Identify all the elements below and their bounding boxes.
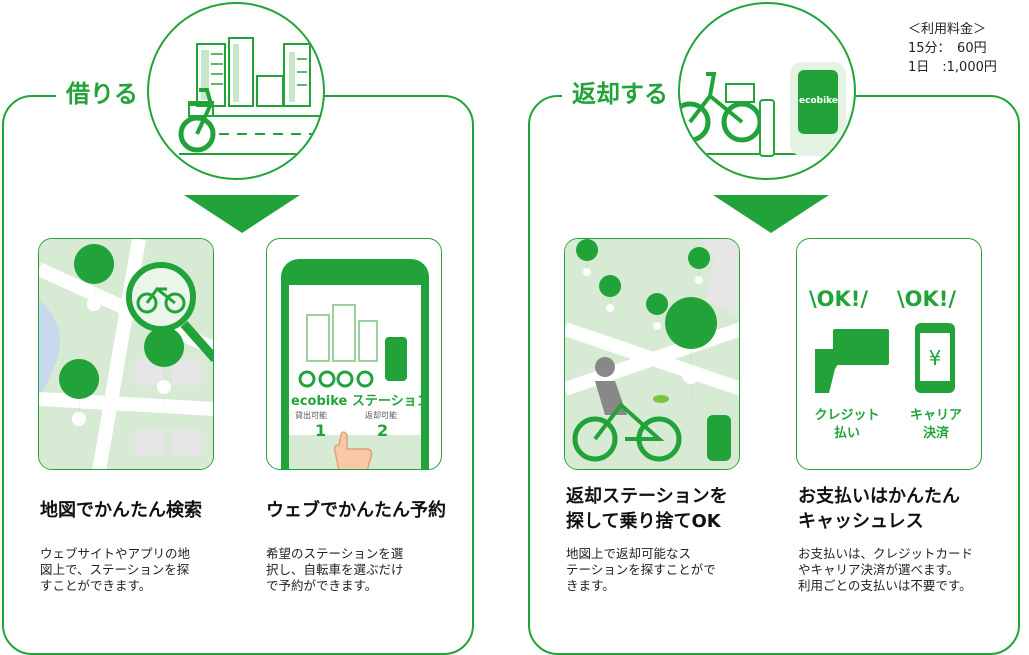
fee-1day: 1日 :1,000円	[908, 60, 997, 75]
carrier-label: キャリア 決済	[901, 407, 971, 443]
carrier-line: 決済	[922, 426, 949, 441]
rent-heading: 借りる	[56, 74, 148, 114]
desc-line: 希望のステーションを選	[266, 546, 404, 561]
station-brand: ecobike	[799, 96, 838, 106]
fee-info: ＜利用料金＞ 15分： 60円 1日 :1,000円	[908, 20, 997, 77]
desc-line: で予約ができます。	[266, 578, 378, 593]
title-line: 探して乗り捨てOK	[566, 511, 721, 532]
tap-hand-icon	[333, 431, 373, 469]
desc-line: 図上で、ステーションを探	[40, 562, 190, 577]
credit-line: 払い	[833, 426, 860, 441]
svg-text:¥: ¥	[929, 346, 942, 370]
step-map-search-desc: ウェブサイトやアプリの地 図上で、ステーションを探 すことができます。	[40, 546, 190, 594]
desc-line: テーションを探すことがで	[566, 562, 716, 577]
rent-arrow	[184, 195, 300, 233]
step-payment-title: お支払いはかんたん キャッシュレス	[798, 484, 960, 534]
credit-line: クレジット	[814, 408, 880, 423]
desc-line: きます。	[566, 578, 615, 593]
desc-line: お支払いは、クレジットカード	[798, 546, 974, 561]
phone-reserve-illustration: ecobike ステーション 貸出可能 返却可能 1 2	[266, 238, 442, 470]
title-line: 返却ステーションを	[566, 486, 728, 507]
step-return-title: 返却ステーションを 探して乗り捨てOK	[566, 484, 728, 534]
desc-line: すことができます。	[40, 578, 152, 593]
carrier-line: キャリア	[909, 408, 962, 423]
step-reserve-desc: 希望のステーションを選 択し、自転車を選ぶだけ で予約ができます。	[266, 546, 404, 594]
phone-brand: ecobike ステーション	[291, 390, 430, 409]
ok-label-carrier: \OK!/	[897, 287, 957, 311]
bike-city-illustration	[147, 2, 325, 180]
fee-title: ＜利用料金＞	[908, 22, 987, 37]
phone-left-label: 貸出可能	[295, 411, 327, 420]
desc-line: やキャリア決済が選べます。	[798, 562, 960, 577]
return-map-illustration	[564, 238, 740, 470]
credit-label: クレジット 払い	[811, 407, 883, 443]
credit-card-icon	[815, 329, 889, 393]
desc-line: 択し、自転車を選ぶだけ	[266, 562, 404, 577]
phone-right-count: 2	[377, 421, 389, 440]
desc-line: 利用ごとの支払いは不要です。	[798, 578, 972, 593]
fee-15min: 15分： 60円	[908, 41, 987, 56]
desc-line: ウェブサイトやアプリの地	[40, 546, 191, 561]
step-reserve-title: ウェブでかんたん予約	[266, 500, 446, 521]
phone-station-label: ステーション	[351, 394, 430, 409]
step-return-desc: 地図上で返却可能なス テーションを探すことがで きます。	[566, 546, 716, 594]
mobile-payment-icon: ¥	[915, 323, 955, 393]
desc-line: 地図上で返却可能なス	[566, 546, 692, 561]
return-arrow	[713, 195, 829, 233]
bike-station-illustration: ecobike	[678, 2, 856, 180]
payment-illustration: \OK!/ \OK!/ ¥ クレジット 払い キャリア 決済	[796, 238, 982, 470]
ok-label-credit: \OK!/	[809, 287, 869, 311]
title-line: キャッシュレス	[798, 511, 924, 532]
phone-right-label: 返却可能	[365, 411, 397, 420]
title-line: お支払いはかんたん	[798, 486, 960, 507]
step-payment-desc: お支払いは、クレジットカード やキャリア決済が選べます。 利用ごとの支払いは不要…	[798, 546, 973, 594]
step-map-search-title: 地図でかんたん検索	[40, 500, 202, 521]
phone-left-count: 1	[315, 421, 327, 440]
return-heading: 返却する	[562, 74, 678, 114]
map-search-illustration	[38, 238, 214, 470]
phone-brand-text: ecobike	[291, 394, 348, 409]
